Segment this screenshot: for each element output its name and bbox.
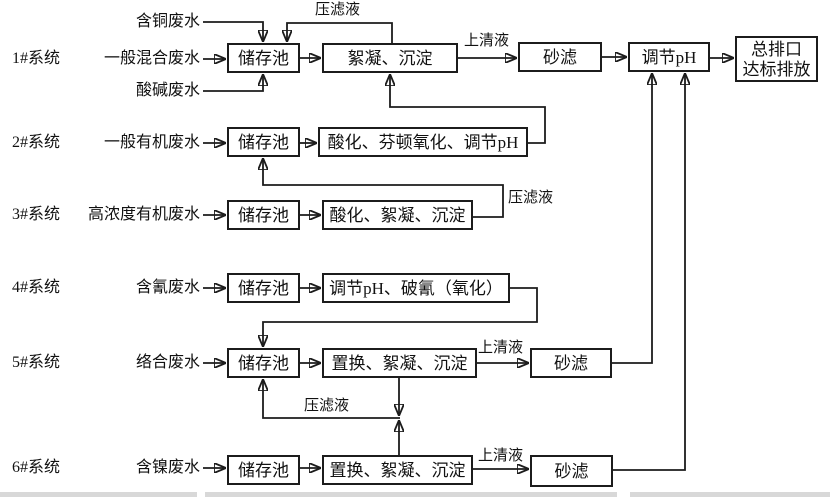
input-nickel-wastewater: 含镍废水 <box>135 459 200 476</box>
edge-acid-alkali-to-storage1 <box>203 75 263 92</box>
edge-filtrate56-to-storage5 <box>263 380 400 419</box>
storage-pool-box-s6: 储存池 <box>227 455 300 485</box>
label-filtrate-top: 压滤液 <box>314 2 362 18</box>
edge-treatment2-to-treatment1 <box>390 75 546 144</box>
system2-label: 2#系统 <box>12 134 61 151</box>
edge-treatment4-to-storage5 <box>263 287 538 346</box>
input-complex-wastewater: 络合废水 <box>135 354 200 371</box>
storage-pool-box-s4: 储存池 <box>227 273 300 303</box>
outfall-box: 总排口 达标排放 <box>735 36 818 82</box>
input-cyanide-wastewater: 含氰废水 <box>135 279 200 296</box>
input-organic-wastewater: 一般有机废水 <box>103 134 200 151</box>
input-copper-wastewater: 含铜废水 <box>135 13 200 30</box>
input-mixed-wastewater: 一般混合废水 <box>103 50 200 67</box>
label-supernatant-s6: 上清液 <box>477 448 525 464</box>
treatment-box-s4-cyanide-breaking: 调节pH、破氰（氧化） <box>322 273 510 303</box>
storage-pool-box-s3: 储存池 <box>227 200 300 230</box>
system1-label: 1#系统 <box>12 50 61 67</box>
edge-filtrate3-to-storage2 <box>263 159 504 218</box>
outfall-line1: 总排口 <box>751 39 802 59</box>
system3-label: 3#系统 <box>12 206 61 223</box>
treatment-box-s6-replacement-flocculation: 置换、絮凝、沉淀 <box>322 455 473 485</box>
storage-pool-box-s1: 储存池 <box>227 43 300 73</box>
storage-pool-box-s5: 储存池 <box>227 348 300 378</box>
treatment-box-s2-fenton-oxidation: 酸化、芬顿氧化、调节pH <box>318 127 528 157</box>
edge-sand6-to-ph <box>613 74 685 471</box>
system6-label: 6#系统 <box>12 459 61 476</box>
storage-pool-box-s2: 储存池 <box>227 127 300 157</box>
sand-filter-box-s1: 砂滤 <box>518 42 602 72</box>
ph-adjust-box: 调节pH <box>628 42 710 72</box>
treatment-box-s3-acidification-flocculation: 酸化、絮凝、沉淀 <box>322 200 473 230</box>
system4-label: 4#系统 <box>12 279 61 296</box>
label-filtrate-s3: 压滤液 <box>507 190 555 206</box>
label-supernatant-s5: 上清液 <box>477 340 525 356</box>
bottom-band-segment <box>630 492 830 497</box>
edge-sand5-to-ph <box>612 74 652 364</box>
outfall-text: 总排口 达标排放 <box>743 41 811 78</box>
label-filtrate-s5-s6: 压滤液 <box>303 398 351 414</box>
label-supernatant-s1: 上清液 <box>463 33 511 49</box>
input-acid-alkali-wastewater: 酸碱废水 <box>135 82 200 99</box>
sand-filter-box-s5: 砂滤 <box>530 348 612 378</box>
system5-label: 5#系统 <box>12 354 61 371</box>
treatment-box-s1-flocculation-sedimentation: 絮凝、沉淀 <box>322 43 458 73</box>
bottom-band-segment <box>205 492 617 497</box>
sand-filter-box-s6: 砂滤 <box>530 455 613 487</box>
outfall-line2: 达标排放 <box>742 59 811 79</box>
input-high-organic-wastewater: 高浓度有机废水 <box>87 206 200 223</box>
edge-filtrate-recycle-top <box>287 22 393 43</box>
bottom-band-segment <box>0 492 197 497</box>
treatment-box-s5-replacement-flocculation: 置换、絮凝、沉淀 <box>322 348 477 378</box>
edge-copper-to-storage1 <box>203 21 263 41</box>
